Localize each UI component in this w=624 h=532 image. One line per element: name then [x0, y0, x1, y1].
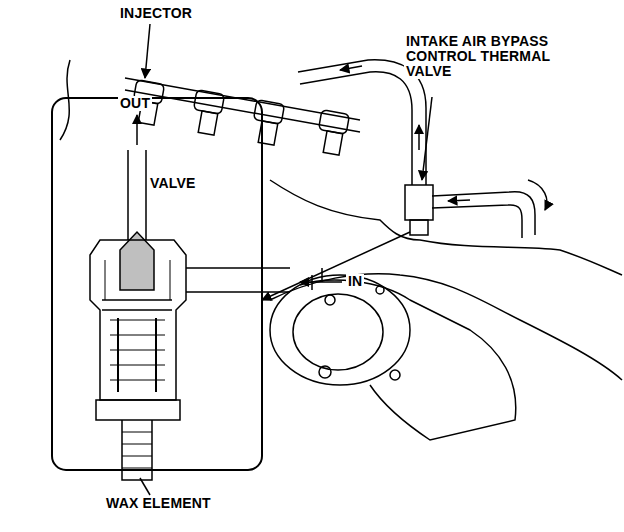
fuel-rail: [125, 78, 360, 132]
flow-arrow: [300, 281, 342, 283]
throttle-bore: [293, 294, 383, 370]
flow-arrow: [418, 125, 420, 150]
flow-arrow: [340, 66, 362, 70]
bolt: [325, 295, 335, 305]
leader-line: [145, 24, 150, 78]
throttle-body: [270, 275, 410, 385]
thermal-valve-thread: [410, 220, 428, 235]
injectors: [133, 80, 349, 156]
thermal-valve: [405, 185, 433, 220]
leader-line: [422, 97, 432, 180]
engine-outline: [60, 60, 622, 380]
throttle-body-housing: [300, 280, 516, 440]
callout-arrow: [262, 232, 410, 300]
inlet-hose: [432, 192, 535, 238]
part-label: VALVE: [148, 176, 198, 191]
flow-arrow: [448, 200, 470, 201]
inset-frame: [52, 98, 262, 470]
bolt: [376, 286, 384, 294]
throttle-nipple: [312, 268, 322, 290]
bolt: [390, 370, 400, 380]
flow-arrow: [528, 180, 547, 210]
flow-label: IN: [346, 274, 364, 289]
part-label: INJECTOR: [118, 6, 194, 21]
part-label: WAX ELEMENT: [104, 496, 213, 511]
bolt: [319, 366, 331, 378]
flow-label: OUT: [118, 96, 152, 111]
part-label: INTAKE AIR BYPASS CONTROL THERMAL VALVE: [404, 34, 558, 79]
valve-cross-section: [90, 115, 290, 480]
